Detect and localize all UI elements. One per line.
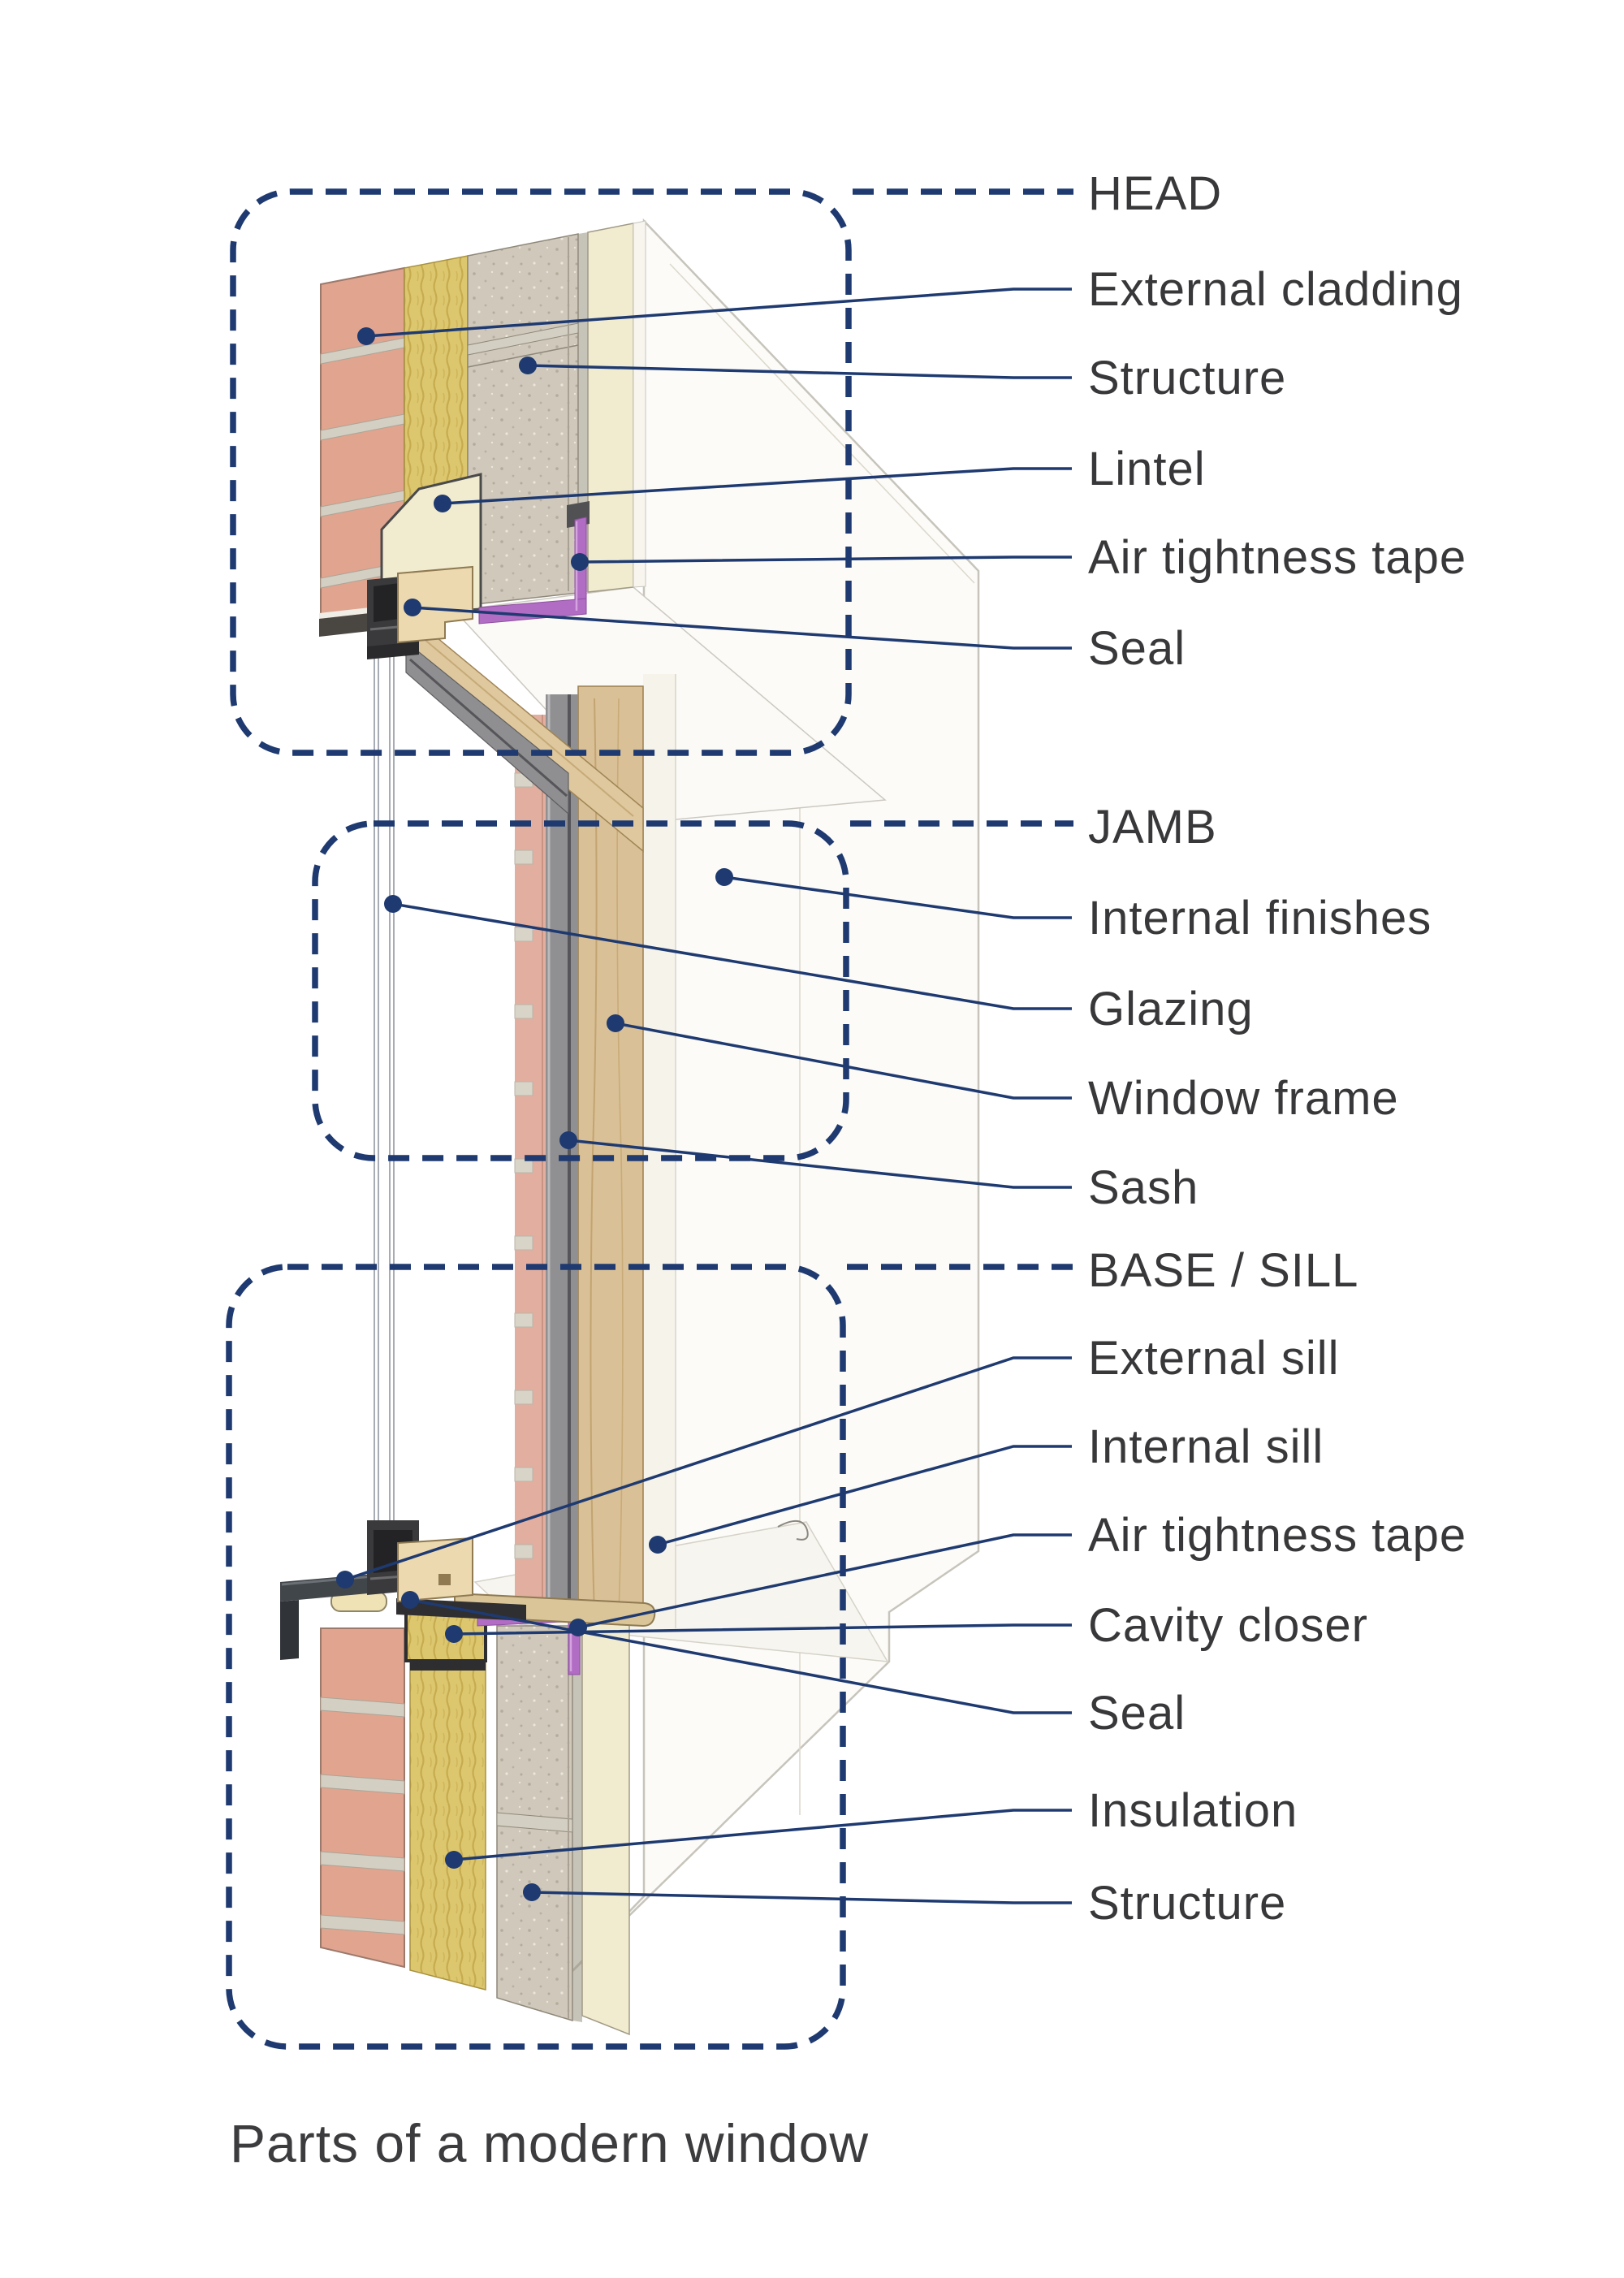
leader-dot-glazing <box>384 895 402 913</box>
label-air-tightness-tape-base: Air tightness tape <box>1088 1509 1466 1562</box>
label-head: HEAD <box>1088 167 1222 220</box>
label-jamb: JAMB <box>1088 801 1217 854</box>
head-frame-wood-block <box>397 565 473 644</box>
leader-dot-air-tightness-tape-head <box>571 553 589 571</box>
leader-dot-cavity-closer <box>445 1625 463 1643</box>
label-base-sill: BASE / SILL <box>1088 1244 1358 1297</box>
diagram-title: Parts of a modern window <box>230 2113 869 2173</box>
label-internal-finishes: Internal finishes <box>1088 892 1432 944</box>
leader-dot-window-frame <box>607 1014 624 1032</box>
leader-dot-external-cladding <box>357 327 375 345</box>
label-structure-base: Structure <box>1088 1877 1286 1930</box>
label-insulation: Insulation <box>1088 1784 1298 1837</box>
base-inner-insulation <box>581 1615 630 2036</box>
label-internal-sill: Internal sill <box>1088 1420 1324 1473</box>
leader-lines <box>344 287 1072 1904</box>
leader-dot-seal-base <box>401 1591 419 1609</box>
label-lintel: Lintel <box>1088 443 1206 495</box>
label-external-sill: External sill <box>1088 1332 1340 1385</box>
base-wall-slab <box>280 1520 656 2036</box>
label-seal-base: Seal <box>1088 1687 1186 1740</box>
leader-dot-internal-sill <box>649 1536 667 1554</box>
jamb-brick-reveal-strip <box>514 715 546 1612</box>
base-cavity-closer <box>404 1609 487 1671</box>
label-glazing: Glazing <box>1088 983 1254 1035</box>
label-seal-head: Seal <box>1088 622 1186 675</box>
leader-dots <box>336 327 733 1901</box>
label-column: HEAD External cladding Structure Lintel … <box>1088 167 1466 1930</box>
head-structure-concrete <box>467 233 579 606</box>
label-sash: Sash <box>1088 1161 1199 1214</box>
base-structure-concrete <box>496 1625 573 2022</box>
base-cavity-gap <box>572 1623 582 2022</box>
leader-dot-external-sill <box>336 1571 354 1589</box>
leader-dot-internal-finishes <box>715 868 733 886</box>
leader-dot-structure-head <box>519 357 537 374</box>
leader-dot-insulation <box>445 1851 463 1869</box>
base-section-outline <box>226 1264 846 2050</box>
glazing-panes <box>374 633 395 1543</box>
leader-dot-seal-head <box>404 599 421 616</box>
label-window-frame: Window frame <box>1088 1072 1399 1125</box>
jamb-strips <box>514 674 676 1628</box>
label-cavity-closer: Cavity closer <box>1088 1599 1368 1652</box>
label-structure-head: Structure <box>1088 352 1286 404</box>
head-section-outline <box>230 188 852 756</box>
leader-dot-air-tightness-tape-base <box>569 1619 587 1636</box>
leader-dot-sash <box>559 1131 577 1149</box>
base-frame-wood-block <box>397 1537 473 1603</box>
jamb-sash-strip <box>546 694 578 1612</box>
label-air-tightness-tape-head: Air tightness tape <box>1088 531 1466 584</box>
jamb-section-outline <box>312 820 849 1161</box>
base-external-cladding-brick <box>320 1627 405 1969</box>
base-mineral-wool <box>409 1619 486 1991</box>
label-external-cladding: External cladding <box>1088 263 1463 316</box>
leader-dot-lintel <box>434 495 451 512</box>
head-inner-finish-edge <box>633 220 646 588</box>
leader-dot-structure-base <box>523 1883 541 1901</box>
head-inner-insulation <box>587 223 634 593</box>
